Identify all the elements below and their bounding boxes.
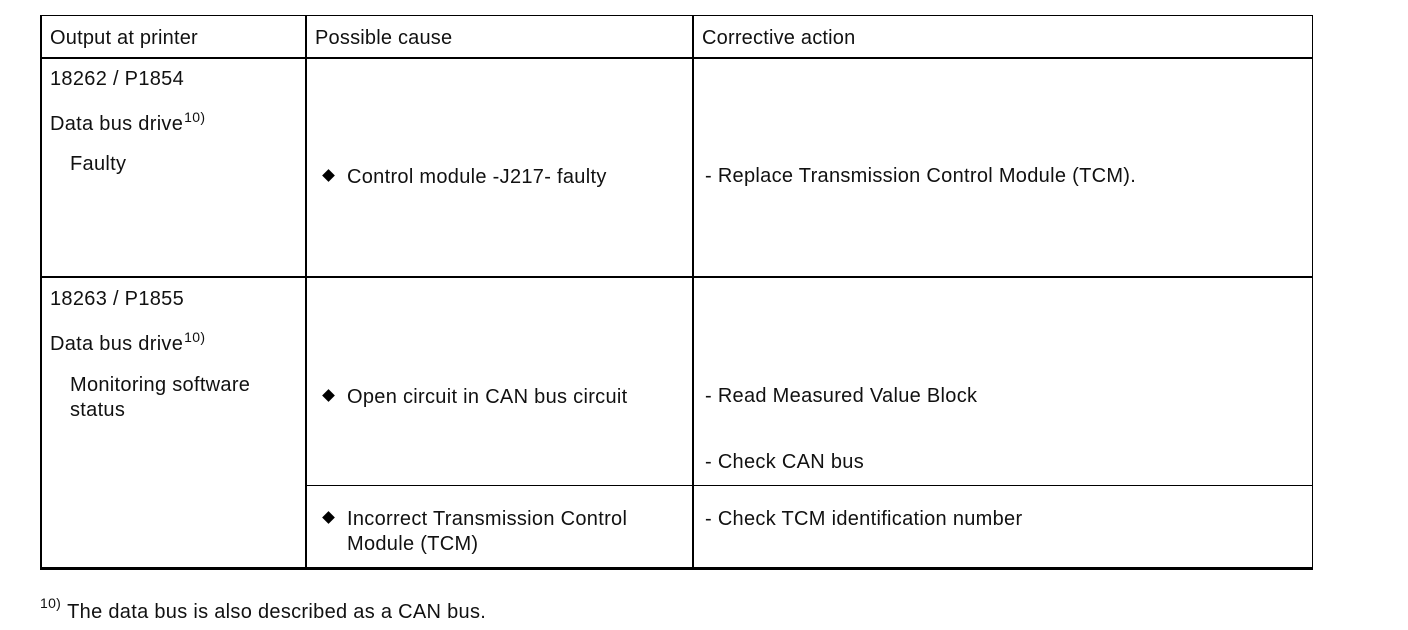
table-border-right: [1312, 15, 1313, 570]
column-divider-2: [692, 15, 694, 570]
footnote-marker: 10): [40, 595, 62, 611]
row2-cause1: Open circuit in CAN bus circuit: [347, 386, 628, 408]
header-divider: [40, 57, 1313, 59]
row1-status: Faulty: [70, 153, 127, 175]
table-border-bottom: [40, 567, 1313, 570]
footnote: 10) The data bus is also described as a C…: [40, 595, 487, 624]
row2-cause1-action1: - Read Measured Value Block: [705, 385, 978, 407]
bullet-icon: [322, 169, 335, 182]
table-border-top: [40, 15, 1313, 16]
row2-footnote-ref: 10): [184, 329, 206, 345]
row2-code: 18263 / P1855: [50, 288, 185, 310]
footnote-text: The data bus is also described as a CAN …: [67, 601, 487, 623]
bullet-icon: [322, 511, 335, 524]
row2-status-line1: Monitoring software: [70, 374, 251, 396]
bullet-icon: [322, 389, 335, 402]
row1-footnote-ref: 10): [184, 109, 206, 125]
row1-code: 18262 / P1854: [50, 68, 185, 90]
header-output: Output at printer: [50, 27, 198, 49]
table-border-left: [40, 15, 42, 570]
row2-cause2-line1: Incorrect Transmission Control: [347, 508, 628, 530]
cause-divider: [306, 485, 1313, 486]
row2-cause1-action2: - Check CAN bus: [705, 451, 864, 473]
row2-cause2-line2: Module (TCM): [347, 533, 479, 555]
row2-description: Data bus drive10): [50, 329, 205, 356]
row2-status-line2: status: [70, 399, 126, 421]
row-divider: [40, 276, 1313, 278]
row1-action: - Replace Transmission Control Module (T…: [705, 165, 1137, 187]
row1-description-text: Data bus drive: [50, 113, 184, 135]
header-cause: Possible cause: [315, 27, 453, 49]
header-action: Corrective action: [702, 27, 856, 49]
row2-cause2-action: - Check TCM identification number: [705, 508, 1023, 530]
row1-cause: Control module -J217- faulty: [347, 166, 607, 188]
column-divider-1: [305, 15, 307, 570]
row1-description: Data bus drive10): [50, 109, 205, 136]
row2-description-text: Data bus drive: [50, 333, 184, 355]
